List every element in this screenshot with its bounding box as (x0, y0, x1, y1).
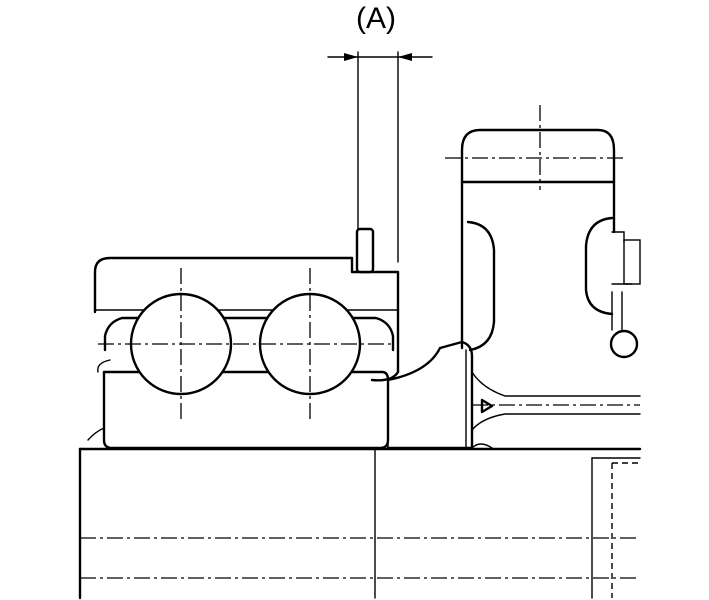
lock-groove (471, 371, 641, 449)
dimension-label-a: (A) (356, 2, 396, 35)
bearing-inner-ring (87, 370, 390, 450)
shaft (78, 447, 642, 600)
dimension-a-indicator (327, 51, 433, 263)
bearing-cage (97, 316, 395, 373)
roller-housing (445, 105, 641, 359)
